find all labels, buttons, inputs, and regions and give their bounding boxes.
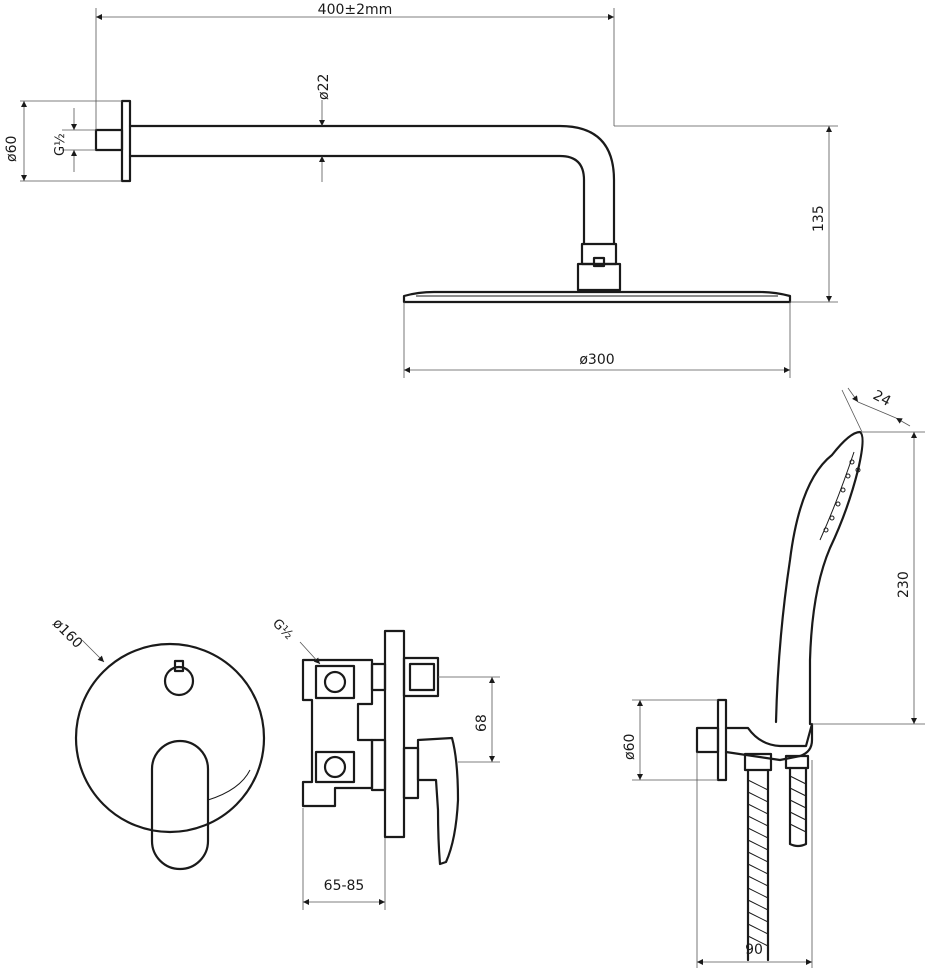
dimension-port-spacing: 68 bbox=[438, 676, 500, 763]
valve-body bbox=[301, 658, 374, 808]
shower-arm bbox=[128, 124, 616, 246]
dimension-mixer-thread: G½ bbox=[269, 616, 321, 665]
shower-length-label: 230 bbox=[896, 571, 912, 598]
arm-diameter-label: ø22 bbox=[316, 74, 332, 100]
mixer-depth-label: 65-85 bbox=[324, 878, 365, 894]
dimension-outlet-diameter: ø60 bbox=[622, 699, 718, 781]
hand-shower-assembly bbox=[695, 430, 864, 962]
dimension-drop-height: 135 bbox=[811, 126, 832, 302]
inlet-top bbox=[314, 664, 356, 700]
shower-arm-assembly bbox=[94, 99, 792, 304]
dimension-thread: G½ bbox=[53, 108, 77, 172]
dimension-shower-length: 230 bbox=[812, 431, 925, 725]
dimension-head-width: 24 bbox=[841, 387, 911, 433]
hand-shower-handle bbox=[774, 430, 864, 726]
thread-stub bbox=[94, 128, 124, 152]
dimension-mixer-depth: 65-85 bbox=[302, 808, 386, 910]
wall-flange bbox=[120, 99, 132, 183]
arm-connector bbox=[580, 242, 618, 266]
inlet-bottom bbox=[314, 750, 356, 784]
mixer-thread-label: G½ bbox=[269, 616, 296, 643]
mixer-side-view bbox=[301, 629, 460, 866]
arm-nut bbox=[576, 262, 622, 292]
plate-diameter-label: ø160 bbox=[49, 616, 85, 652]
rain-head bbox=[402, 290, 792, 304]
mixer-lever bbox=[150, 739, 210, 871]
dimension-arm-diameter: ø22 bbox=[316, 74, 332, 182]
dimension-plate-diameter: ø160 bbox=[49, 616, 105, 663]
lever-side bbox=[416, 736, 460, 866]
cover-sleeve bbox=[402, 746, 420, 800]
dimension-arm-length: 400±2mm bbox=[96, 2, 614, 20]
cover-plate bbox=[74, 642, 266, 834]
drop-height-label: 135 bbox=[811, 205, 827, 232]
extension-lines-top bbox=[20, 8, 838, 378]
head-diameter-label: ø300 bbox=[579, 352, 614, 368]
flange-diameter-label: ø60 bbox=[4, 136, 20, 162]
hose-nut-right bbox=[784, 754, 810, 770]
hose-nut bbox=[743, 752, 773, 772]
shower-depth-label: 90 bbox=[745, 942, 763, 958]
dimension-head-diameter: ø300 bbox=[404, 352, 790, 373]
arm-length-label: 400±2mm bbox=[318, 2, 393, 18]
thread-label: G½ bbox=[53, 133, 68, 156]
dimension-flange-diameter: ø60 bbox=[4, 101, 27, 181]
outlet-diameter-label: ø60 bbox=[622, 734, 638, 760]
port-spacing-label: 68 bbox=[474, 714, 490, 732]
mounting-plate bbox=[383, 629, 406, 839]
nut-slot bbox=[592, 256, 606, 268]
wall-outlet-flange bbox=[716, 698, 728, 782]
head-width-label: 24 bbox=[870, 387, 893, 410]
shower-hose bbox=[746, 766, 808, 962]
diverter-knob bbox=[163, 665, 195, 697]
mixer-front-view bbox=[74, 642, 266, 871]
dimension-shower-depth: 90 bbox=[696, 752, 813, 968]
spray-nozzles bbox=[823, 459, 861, 533]
